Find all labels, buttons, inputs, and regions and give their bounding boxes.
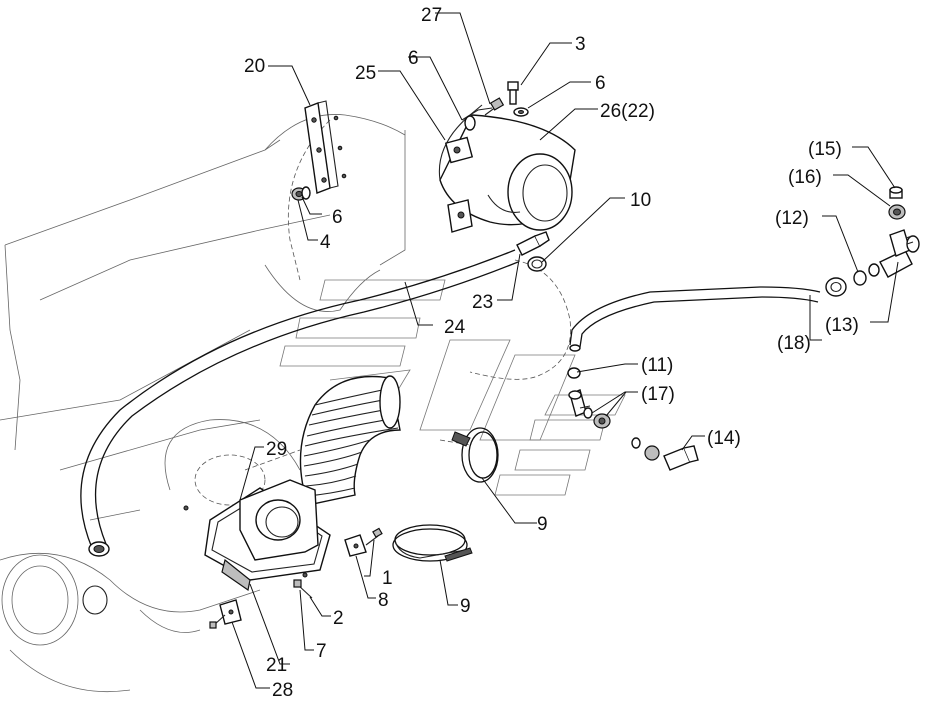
bolt-27	[484, 97, 505, 116]
label-6-right: 6	[595, 73, 606, 94]
label-26-22: 26(22)	[600, 101, 655, 122]
clamp-10	[527, 256, 547, 272]
label-6-top: 6	[408, 48, 419, 69]
label-27: 27	[421, 5, 442, 26]
label-15: (15)	[808, 139, 842, 160]
bellows-hose	[299, 375, 401, 506]
pipe-18	[569, 286, 821, 352]
machine-body-outline	[0, 114, 406, 521]
engine-bay-outline	[0, 419, 301, 693]
bolt-3	[507, 81, 529, 117]
cap-15	[889, 186, 903, 199]
nut-16	[888, 204, 906, 220]
fitting-23	[516, 231, 550, 256]
label-18: (18)	[777, 333, 811, 354]
label-17: (17)	[641, 384, 675, 405]
leader-lines	[231, 12, 899, 689]
hose-clamp-9-upper	[451, 427, 499, 483]
label-21: 21	[266, 655, 287, 676]
label-1: 1	[382, 568, 393, 589]
bolt-2	[293, 579, 313, 599]
nut-4-washer-6	[291, 186, 311, 201]
elbow-fitting-14	[631, 437, 699, 471]
label-12: (12)	[775, 208, 809, 229]
label-24: 24	[444, 317, 466, 338]
air-cleaner-26	[438, 104, 576, 233]
label-9-upper: 9	[537, 514, 548, 535]
plate-8-bolt-1	[344, 527, 383, 557]
tee-fitting-13	[825, 229, 920, 297]
label-14: (14)	[707, 428, 741, 449]
label-20: 20	[244, 56, 265, 77]
label-8: 8	[378, 590, 389, 611]
label-4: 4	[320, 232, 331, 253]
callout-labels: 27 6 25 3 6 26(22) 20 6 4 10 23 24 (15) …	[244, 5, 859, 701]
hose-24	[80, 249, 519, 557]
label-3: 3	[575, 34, 586, 55]
label-13: (13)	[825, 315, 859, 336]
label-10: 10	[630, 190, 651, 211]
plate-28	[209, 599, 242, 629]
label-29: 29	[266, 439, 287, 460]
nut-17	[593, 413, 611, 429]
label-23: 23	[472, 292, 493, 313]
label-6-left: 6	[332, 207, 343, 228]
label-28: 28	[272, 680, 293, 701]
label-7: 7	[316, 641, 327, 662]
label-25: 25	[355, 63, 376, 84]
label-9-lower: 9	[460, 596, 471, 617]
bracket-20	[304, 100, 347, 194]
inlet-adapter-29	[183, 479, 331, 592]
label-16: (16)	[788, 167, 822, 188]
label-11: (11)	[641, 355, 673, 376]
label-2: 2	[333, 608, 344, 629]
elbow-fitting-11	[567, 367, 593, 419]
hose-clamp-9-lower	[392, 524, 473, 562]
